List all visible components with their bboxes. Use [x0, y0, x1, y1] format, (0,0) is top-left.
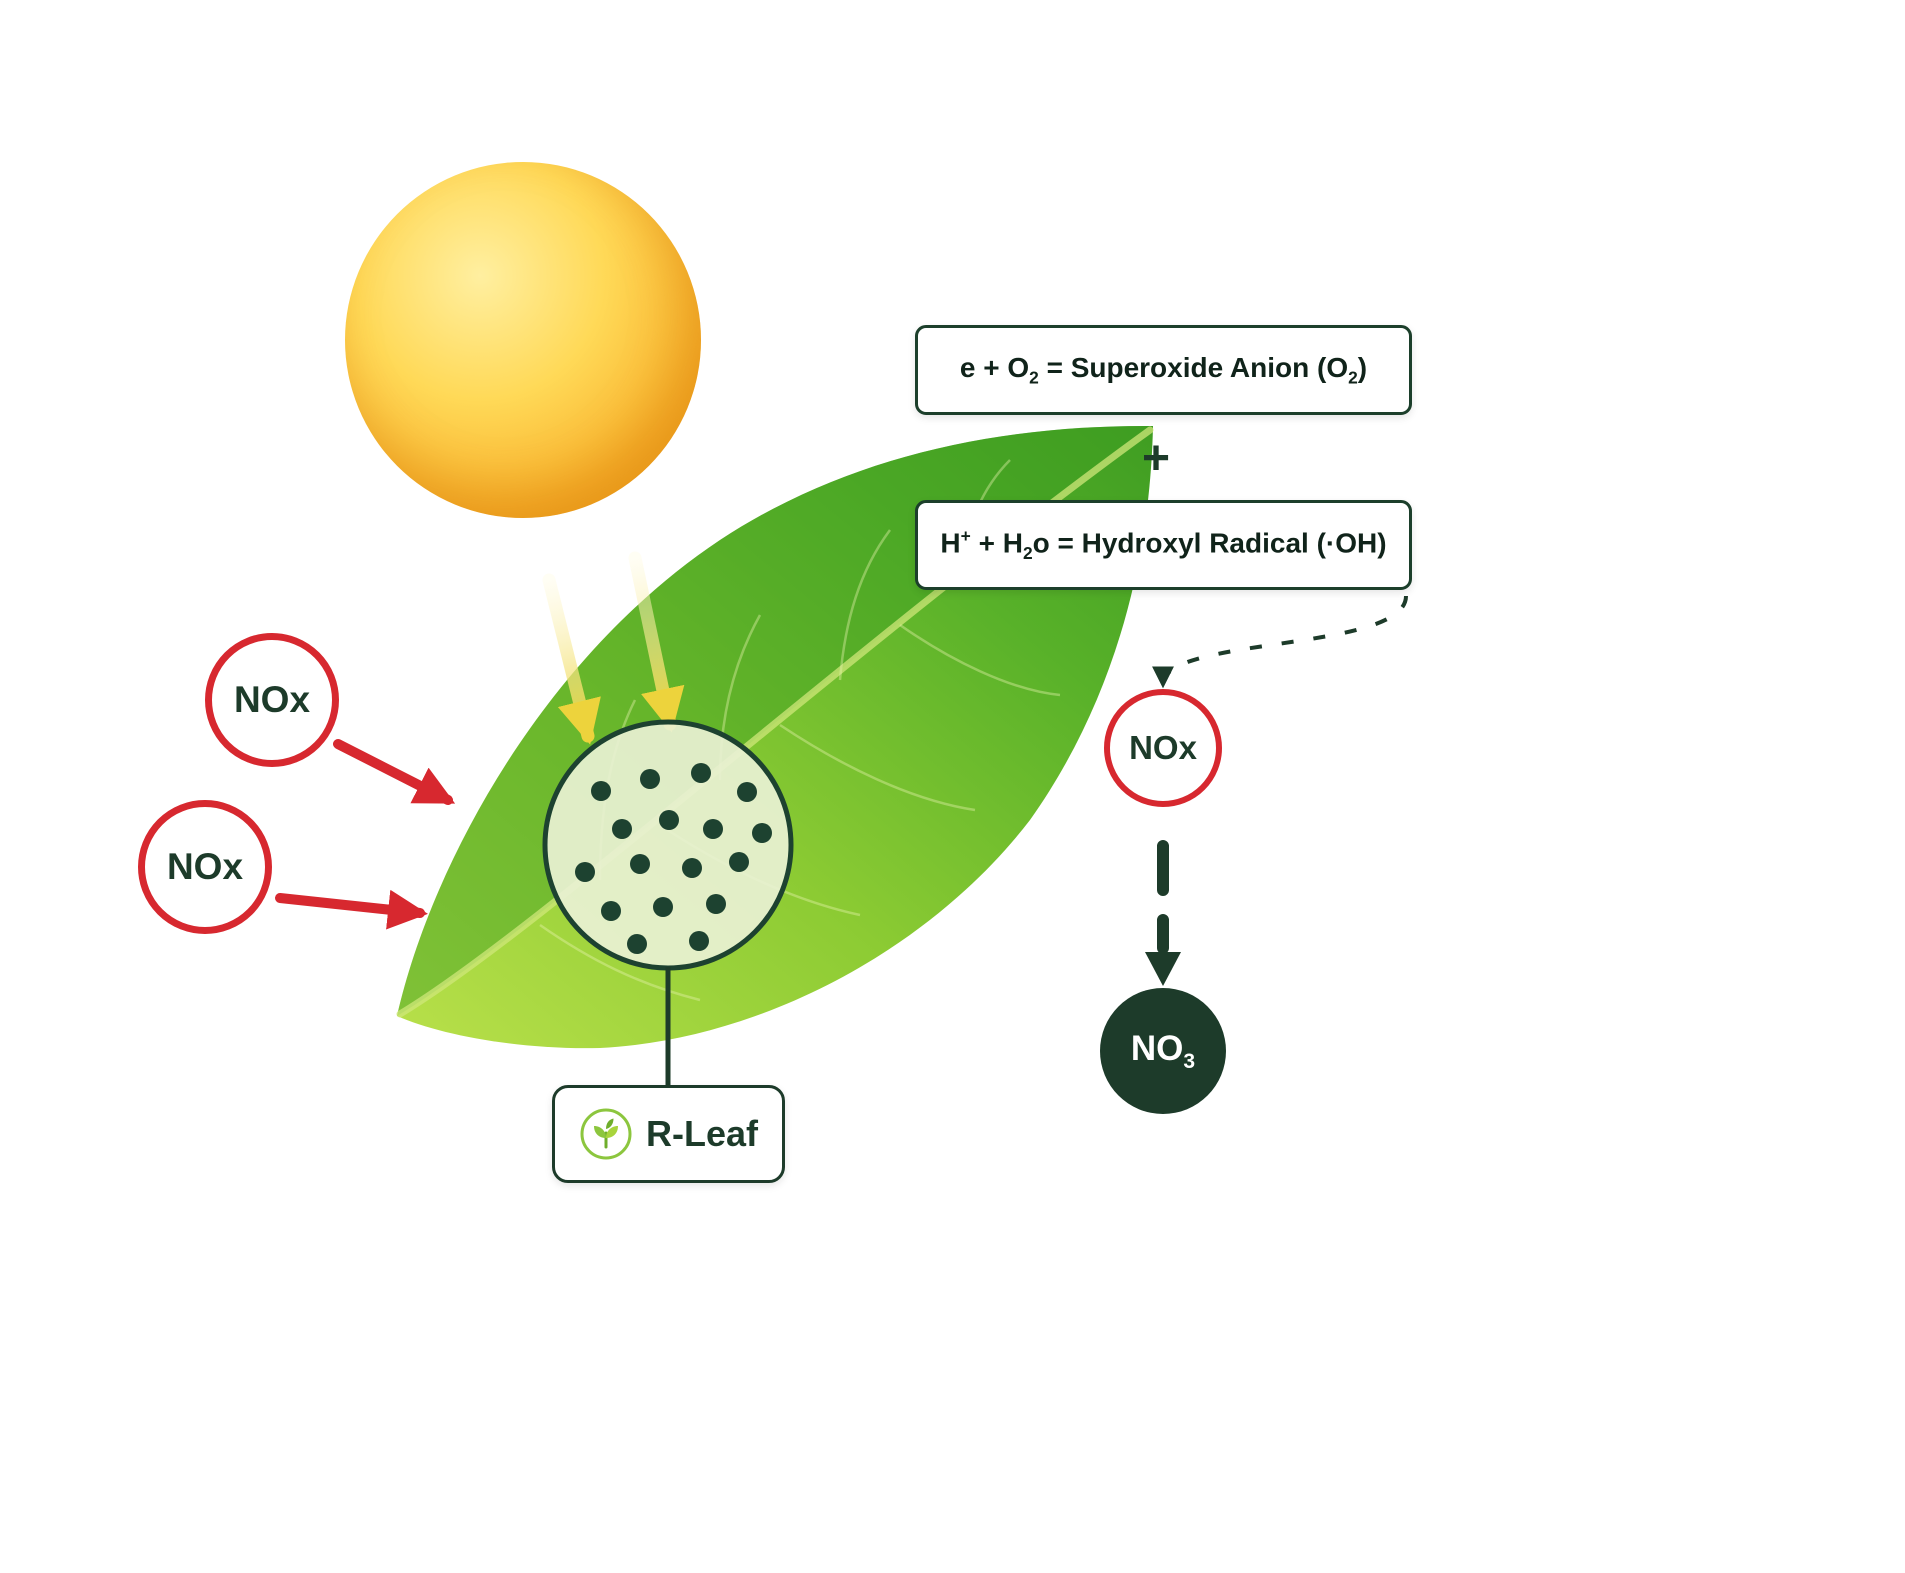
superoxide-formula-text: e + O2 = Superoxide Anion (O2)	[959, 351, 1368, 388]
nox-badge-right: NOx	[1104, 689, 1222, 807]
leaf-zoom-circle	[542, 719, 794, 971]
catalyst-dots	[575, 763, 772, 954]
nox-to-no3-arrow	[1145, 840, 1181, 986]
formula-to-nox-connector	[1152, 595, 1408, 689]
nox-badge-top-left: NOx	[205, 633, 339, 767]
no3-label: NO3	[1130, 1028, 1196, 1073]
r-leaf-logo-icon	[580, 1108, 632, 1160]
rleaf-label: R-Leaf	[645, 1113, 758, 1154]
no3-badge: NO3	[1100, 988, 1226, 1114]
sunlight-arrows	[542, 551, 685, 745]
nox-arrow-top	[333, 739, 456, 805]
nox-label: NOx	[1129, 729, 1197, 766]
zoom-circle-outline	[542, 719, 794, 971]
sunlight-arrow-left	[542, 573, 601, 745]
nox-arrows	[275, 739, 456, 930]
rleaf-box: R-Leaf	[552, 1085, 785, 1183]
nox-arrow-bottom	[275, 889, 428, 930]
nox-label: NOx	[233, 679, 311, 720]
sunlight-arrow-right	[628, 551, 685, 733]
nox-badge-bottom-left: NOx	[138, 800, 272, 934]
superoxide-formula-box: e + O2 = Superoxide Anion (O2)	[915, 325, 1412, 415]
hydroxyl-formula-box: H+ + H2o = Hydroxyl Radical (·OH)	[915, 500, 1412, 590]
hydroxyl-formula-text: H+ + H2o = Hydroxyl Radical (·OH)	[940, 526, 1387, 563]
nox-label: NOx	[166, 846, 244, 887]
sun	[345, 162, 701, 518]
plus-sign: +	[1142, 432, 1171, 485]
